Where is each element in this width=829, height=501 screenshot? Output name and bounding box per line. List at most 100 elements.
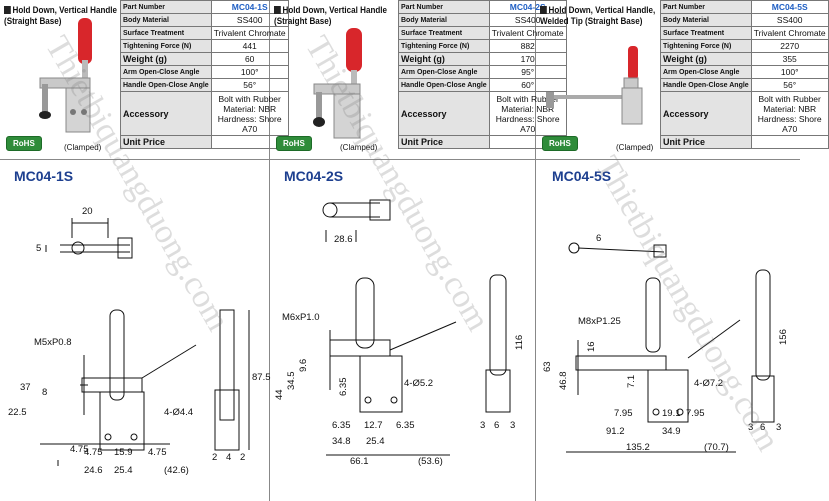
dim-label: 12.7 (364, 420, 383, 431)
dim-label: 6 (494, 420, 499, 431)
spec-key: Part Number (120, 0, 212, 14)
spec-key: Unit Price (398, 135, 490, 149)
spec-value (750, 135, 829, 149)
dim-label: 2 (212, 452, 217, 463)
rohs-badge: RoHS (276, 136, 312, 151)
spec-key: Accessory (660, 91, 752, 136)
spec-value: Bolt with Rubber Material: NBR Hardness:… (488, 91, 567, 136)
dim-label: 116 (514, 335, 525, 350)
dim-label: 44 (274, 389, 285, 400)
dim-label: 34.5 (286, 372, 297, 391)
spec-key: Handle Open-Close Angle (120, 78, 212, 92)
spec-key: Arm Open-Close Angle (398, 65, 490, 79)
clamped-caption: (Clamped) (340, 143, 378, 152)
spec-value: 100° (750, 65, 829, 79)
spec-value: Bolt with Rubber Material: NBR Hardness:… (750, 91, 829, 136)
spec-key: Weight (g) (398, 52, 490, 66)
dim-label: 91.2 (606, 426, 625, 437)
dim-label: 156 (778, 329, 789, 345)
spec-key: Arm Open-Close Angle (120, 65, 212, 79)
technical-drawing: 6 M8xP1.25 63 46.8 16 7.1 7.95 19.1 7.95… (542, 233, 789, 453)
dim-label: 16 (586, 341, 597, 352)
spec-key: Tightening Force (N) (120, 39, 212, 53)
spec-value: Trivalent Chromate (750, 26, 829, 40)
product-header: Hold Down, Vertical Handle, Welded Tip (… (536, 0, 829, 160)
dim-label: 20 (82, 206, 93, 217)
dim-label: (53.6) (418, 456, 443, 467)
dim-label: M8xP1.25 (578, 316, 621, 327)
dim-label: 7.1 (626, 375, 637, 388)
product-header: Hold Down, Vertical Handle (Straight Bas… (270, 0, 567, 160)
dim-label: 66.1 (350, 456, 369, 467)
spec-key: Unit Price (660, 135, 752, 149)
dim-label: 6 (760, 422, 765, 433)
technical-drawing: 28.6 M6xP1.0 44 34.5 9.6 6.35 6.35 12.7 … (274, 199, 525, 467)
dim-label: 4-Ø4.4 (164, 407, 193, 418)
rohs-badge: RoHS (6, 136, 42, 151)
product-photo-zone: Hold Down, Vertical Handle (Straight Bas… (0, 0, 130, 160)
dim-label: 15.9 (114, 447, 133, 458)
dim-label: 4-Ø7.2 (694, 378, 723, 389)
product-photo (39, 18, 92, 133)
clamped-caption: (Clamped) (64, 143, 102, 152)
dim-label: 3 (776, 422, 781, 433)
product-title: Hold Down, Vertical Handle (Straight Bas… (274, 5, 388, 27)
spec-key: Body Material (120, 13, 212, 27)
dim-label: 25.4 (366, 436, 385, 447)
spec-key: Handle Open-Close Angle (660, 78, 752, 92)
spec-key: Unit Price (120, 135, 212, 149)
spec-key: Accessory (120, 91, 212, 136)
technical-drawing: 20 5 M5xP0.8 37 8 22.5 4.75 4.75 15.9 4.… (8, 206, 271, 476)
product-photo-zone: Hold Down, Vertical Handle (Straight Bas… (270, 0, 400, 160)
spec-key: Body Material (398, 13, 490, 27)
dim-label: 3 (748, 422, 753, 433)
dim-label: 63 (542, 361, 553, 372)
dim-label: 7.95 (614, 408, 633, 419)
product-photo (546, 46, 643, 125)
dim-label: 6.35 (332, 420, 351, 431)
spec-value: SS400 (750, 13, 829, 27)
model-heading: MC04-1S (14, 168, 74, 184)
dim-label: 6.35 (396, 420, 415, 431)
dim-label: 24.6 (84, 465, 103, 476)
model-heading: MC04-2S (284, 168, 344, 184)
product-title: Hold Down, Vertical Handle, Welded Tip (… (540, 5, 656, 27)
dim-label: 4.75 (70, 444, 89, 455)
spec-key: Surface Treatment (398, 26, 490, 40)
dim-label: 46.8 (558, 372, 569, 391)
part-number-value: MC04-5S (750, 0, 829, 14)
dim-label: 37 (20, 382, 31, 393)
spec-value: 56° (750, 78, 829, 92)
product-photo (313, 28, 362, 139)
product-header: Hold Down, Vertical Handle (Straight Bas… (0, 0, 289, 160)
dim-label: (70.7) (704, 442, 729, 453)
dim-label: 4.75 (148, 447, 167, 458)
spec-value: 2270 (750, 39, 829, 53)
dim-label: 34.8 (332, 436, 351, 447)
dim-label: 5 (36, 243, 41, 254)
dim-label: 6.35 (338, 378, 349, 397)
dim-label: 4 (226, 452, 231, 463)
spec-value: 355 (750, 52, 829, 66)
dim-label: M5xP0.8 (34, 337, 72, 348)
product-panel-mc04-2s: Hold Down, Vertical Handle (Straight Bas… (270, 0, 567, 501)
product-panel-mc04-5s: Hold Down, Vertical Handle, Welded Tip (… (536, 0, 829, 501)
dim-label: M6xP1.0 (282, 312, 320, 323)
spec-key: Tightening Force (N) (660, 39, 752, 53)
spec-key: Surface Treatment (120, 26, 212, 40)
dim-label: 3 (510, 420, 515, 431)
dim-label: 135.2 (626, 442, 650, 453)
spec-key: Accessory (398, 91, 490, 136)
dim-label: 8 (42, 387, 47, 398)
spec-value: Bolt with Rubber Material: NBR Hardness:… (210, 91, 289, 136)
dim-label: 28.6 (334, 234, 353, 245)
dim-label: 87.5 (252, 372, 271, 383)
spec-key: Weight (g) (120, 52, 212, 66)
spec-key: Handle Open-Close Angle (398, 78, 490, 92)
dim-label: 34.9 (662, 426, 681, 437)
dim-label: 7.95 (686, 408, 705, 419)
model-heading: MC04-5S (552, 168, 612, 184)
